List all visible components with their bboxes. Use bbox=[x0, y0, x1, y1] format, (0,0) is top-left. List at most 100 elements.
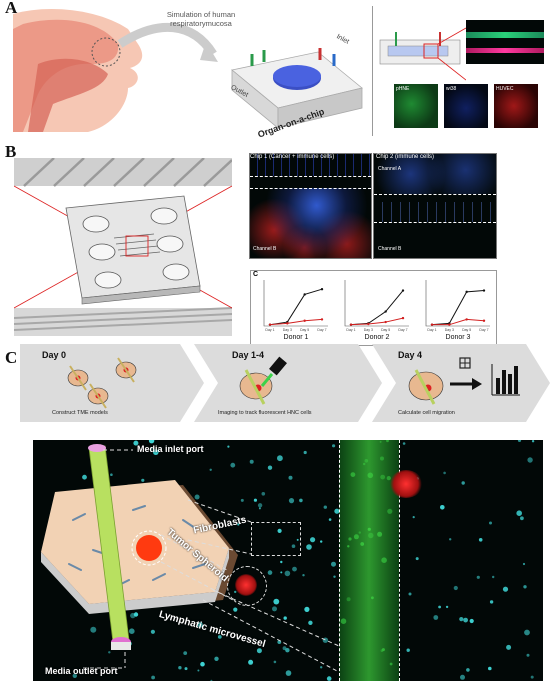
chip1-channel-b: Channel B bbox=[253, 246, 277, 252]
fluorescent-cell bbox=[445, 605, 449, 609]
fluorescent-cell bbox=[320, 540, 323, 543]
micro-label-huvec: HUVEC bbox=[496, 86, 514, 92]
tick-label: Day 7 bbox=[317, 328, 326, 332]
organ-on-chip-diagram bbox=[231, 48, 363, 129]
leader-lines bbox=[83, 449, 340, 673]
fluorescent-cell bbox=[151, 447, 154, 451]
fluorescent-cell bbox=[197, 622, 203, 628]
step3-day: Day 4 bbox=[398, 350, 423, 360]
fluorescent-cell bbox=[273, 660, 277, 664]
series-line bbox=[432, 318, 485, 326]
fluorescent-cell bbox=[90, 626, 97, 633]
fluorescent-cell bbox=[256, 648, 262, 654]
label-media-outlet: Media outlet port bbox=[45, 666, 118, 676]
tick-label: Day 7 bbox=[479, 328, 488, 332]
donor-label: Donor 3 bbox=[446, 334, 471, 341]
fluorescent-cell bbox=[438, 605, 441, 609]
fluorescent-cell bbox=[304, 606, 310, 612]
fluorescent-cell bbox=[406, 648, 410, 652]
fluorescent-cell bbox=[488, 666, 492, 671]
chip2-channel-a: Channel A bbox=[378, 166, 402, 172]
fluorescent-cell bbox=[230, 462, 236, 468]
chart-axes bbox=[344, 280, 409, 327]
fluorescent-cell bbox=[310, 537, 316, 543]
fluorescent-cell bbox=[303, 450, 307, 455]
step1-caption: Construct TME models bbox=[52, 410, 108, 416]
fluorescent-cell bbox=[209, 468, 212, 471]
data-point bbox=[401, 316, 405, 320]
series-line bbox=[350, 317, 404, 326]
fluorescent-cell bbox=[258, 507, 261, 510]
data-point bbox=[303, 293, 306, 296]
tick-label: Day 5 bbox=[381, 328, 390, 332]
fluorescent-cell bbox=[323, 505, 327, 509]
workflow-chevrons bbox=[20, 344, 550, 422]
data-point bbox=[268, 323, 272, 326]
fluorescent-cell bbox=[194, 494, 200, 500]
fluorescent-cell bbox=[129, 628, 135, 634]
cross-section-micrograph bbox=[466, 20, 544, 64]
panel-a-label: A bbox=[5, 0, 18, 17]
fluorescent-cell bbox=[408, 592, 412, 596]
micro-label-wi38: wi38 bbox=[446, 86, 457, 92]
fluorescent-cell bbox=[267, 465, 273, 470]
chip2-channel-b: Channel B bbox=[378, 246, 402, 252]
fluorescent-cell bbox=[280, 560, 283, 564]
fluorescent-cell bbox=[197, 669, 200, 672]
simulation-text: Simulation of human respiratorymucosa bbox=[166, 10, 236, 28]
fluorescent-cell bbox=[285, 670, 292, 676]
fluorescent-cell bbox=[277, 455, 283, 462]
data-point bbox=[303, 319, 306, 322]
chart-axes bbox=[425, 280, 490, 327]
fluorescent-cell bbox=[249, 459, 254, 464]
fluorescent-cell bbox=[272, 606, 277, 612]
data-point bbox=[320, 318, 324, 321]
fluorescent-cell bbox=[460, 674, 465, 680]
chip-cross-section bbox=[379, 27, 466, 81]
series-line bbox=[269, 288, 323, 326]
fluorescent-cell bbox=[459, 617, 464, 622]
head-illustration bbox=[13, 9, 218, 132]
fluorescent-cell bbox=[277, 528, 282, 533]
lymphatic-micrograph: Media inlet port Fibroblasts Tumor Spher… bbox=[33, 440, 543, 681]
fluorescent-cell bbox=[240, 498, 244, 502]
fluorescent-cell bbox=[402, 442, 406, 445]
fluorescent-cell bbox=[280, 571, 283, 574]
fluorescent-cell bbox=[440, 505, 445, 510]
fluorescent-cell bbox=[282, 646, 287, 651]
tick-label: Day 5 bbox=[300, 328, 309, 332]
fluorescent-cell bbox=[148, 440, 155, 444]
tick-label: Day 1 bbox=[427, 328, 436, 332]
fluorescent-cell bbox=[520, 516, 524, 521]
label-media-inlet: Media inlet port bbox=[137, 444, 204, 454]
fluorescent-cell bbox=[453, 585, 458, 591]
tick-label: Day 1 bbox=[346, 328, 355, 332]
donor-charts-frame bbox=[250, 270, 497, 346]
fluorescent-cell bbox=[273, 598, 280, 605]
fluorescent-cell bbox=[184, 667, 188, 671]
fluorescent-cell bbox=[449, 538, 452, 541]
fluorescent-cell bbox=[292, 566, 297, 572]
fluorescent-cell bbox=[151, 675, 155, 680]
step1-day: Day 0 bbox=[42, 350, 67, 360]
fluorescent-cell bbox=[526, 653, 530, 657]
fluorescent-cell bbox=[461, 481, 465, 485]
donor-label: Donor 1 bbox=[284, 334, 309, 341]
fluorescent-cell bbox=[296, 538, 299, 541]
donor-label: Donor 2 bbox=[365, 334, 390, 341]
chip-array-diagram bbox=[14, 158, 232, 336]
fluorescent-cell bbox=[524, 629, 530, 636]
chip1-title: Chip 1 (Cancer + immune cells) bbox=[250, 154, 335, 160]
step2-day: Day 1-4 bbox=[232, 350, 265, 360]
tick-label: Day 3 bbox=[445, 328, 454, 332]
fluorescent-cell bbox=[308, 620, 313, 625]
fluorescent-cell bbox=[516, 510, 522, 516]
fluorescent-cell bbox=[183, 651, 188, 655]
fluorescent-cell bbox=[108, 651, 111, 654]
panel-a-divider bbox=[372, 6, 373, 136]
fluorescent-cell bbox=[141, 478, 145, 482]
spheroid-cells bbox=[235, 574, 257, 596]
data-point bbox=[286, 322, 289, 325]
data-point bbox=[465, 318, 468, 321]
fluorescent-cell bbox=[489, 600, 494, 604]
